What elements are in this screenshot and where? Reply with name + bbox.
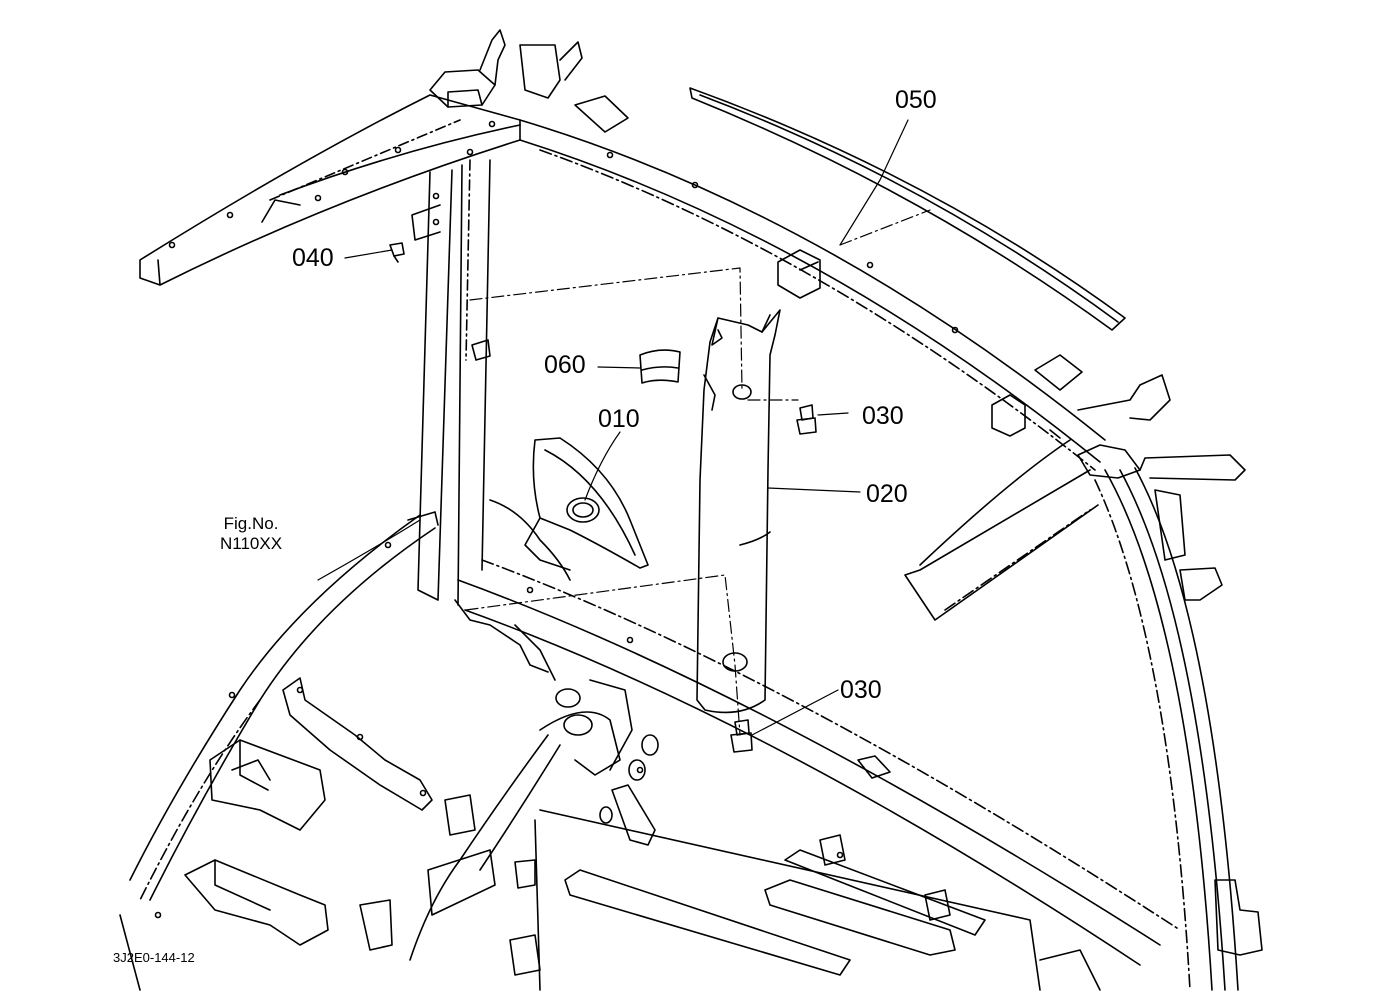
- roof-beam-right: [904, 429, 1099, 621]
- callout-040: 040: [292, 244, 334, 272]
- drawing-id: 3J2E0-144-12: [113, 950, 195, 965]
- callout-050: 050: [895, 86, 937, 114]
- rail-bracket-mid: [777, 249, 1171, 437]
- floor-components: [119, 677, 1101, 991]
- part-040-screw: [389, 242, 405, 263]
- part-010-trim-panel: [524, 437, 649, 571]
- callout-030-bottom: 030: [840, 676, 882, 704]
- callout-060: 060: [544, 351, 586, 379]
- part-030-bolt-bottom: [730, 719, 753, 753]
- callout-020: 020: [866, 480, 908, 508]
- right-arch: [1077, 444, 1263, 991]
- left-pillar: [411, 159, 491, 606]
- lower-crossmember: [454, 499, 1181, 966]
- part-060-clip: [639, 349, 681, 384]
- left-lower-arch: [129, 511, 439, 901]
- corner-casting-top: [429, 29, 629, 133]
- part-050-roof-strip: [689, 87, 1126, 331]
- figure-reference-line1: Fig.No.: [223, 514, 279, 533]
- figure-reference-line2: N110XX: [220, 534, 283, 554]
- callout-010: 010: [598, 405, 640, 433]
- label-leaders: [317, 119, 909, 736]
- callout-030-top: 030: [862, 402, 904, 430]
- front-roof-rail: [519, 119, 1106, 471]
- part-020-pillar-cover: [696, 309, 781, 714]
- leader-lines: [465, 209, 931, 736]
- part-030-bolt-top: [796, 404, 817, 435]
- figure-reference: Fig.No. N110XX: [220, 514, 282, 555]
